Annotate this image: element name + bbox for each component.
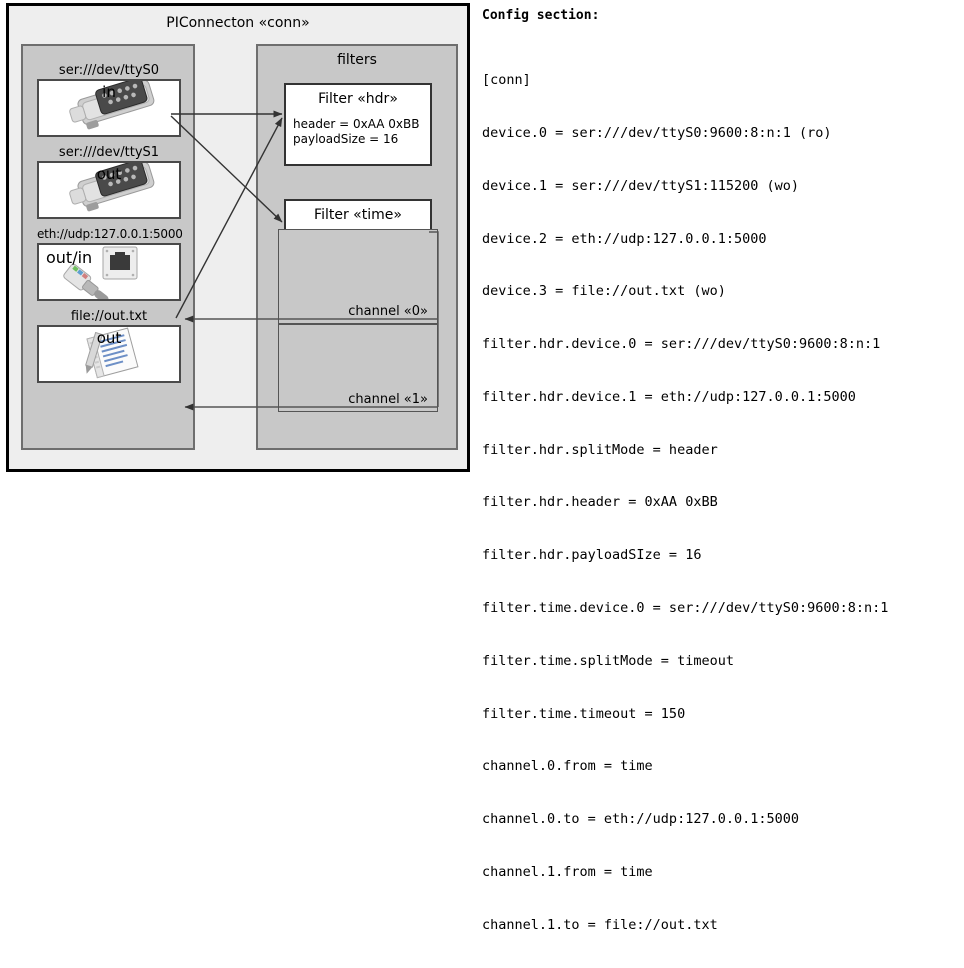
filter-props: header = 0xAA 0xBB payloadSize = 16 bbox=[286, 117, 430, 147]
filter-prop: payloadSize = 16 bbox=[293, 132, 399, 146]
config-line: device.0 = ser:///dev/ttyS0:9600:8:n:1 (… bbox=[482, 124, 832, 141]
device-label: ser:///dev/ttyS1 bbox=[58, 145, 160, 160]
component-title: PIConnecton «conn» bbox=[166, 15, 310, 31]
config-section: Config section: [conn] device.0 = ser://… bbox=[482, 8, 958, 968]
device-direction: out bbox=[96, 165, 122, 183]
device-eth-udp[interactable]: eth://udp:127.0.0.1:5000 out/in bbox=[37, 226, 183, 301]
config-line: channel.1.to = file://out.txt bbox=[482, 916, 718, 933]
config-line: filter.time.device.0 = ser:///dev/ttyS0:… bbox=[482, 600, 889, 616]
config-line: device.1 = ser:///dev/ttyS1:115200 (wo) bbox=[482, 177, 799, 194]
config-line: filter.time.splitMode = timeout bbox=[482, 652, 734, 669]
config-lines: [conn] device.0 = ser:///dev/ttyS0:9600:… bbox=[482, 37, 958, 968]
serial-connector-icon bbox=[39, 163, 179, 217]
config-line: channel.0.from = time bbox=[482, 758, 653, 775]
config-line: channel.1.from = time bbox=[482, 863, 653, 880]
device-ser-ttys0[interactable]: ser:///dev/ttyS0 in bbox=[37, 62, 181, 137]
config-line: filter.hdr.device.0 = ser:///dev/ttyS0:9… bbox=[482, 336, 881, 353]
ethernet-jack-icon bbox=[39, 245, 179, 299]
config-line: filter.hdr.header = 0xAA 0xBB bbox=[482, 494, 718, 511]
config-line: filter.hdr.payloadSIze = 16 bbox=[482, 547, 702, 564]
config-line: channel.0.to = eth://udp:127.0.0.1:5000 bbox=[482, 811, 799, 828]
filter-title: Filter «time» bbox=[314, 207, 402, 223]
channel-1-box[interactable]: channel «1» bbox=[278, 324, 438, 412]
device-direction: out/in bbox=[46, 248, 93, 267]
serial-connector-icon bbox=[39, 81, 179, 135]
device-box[interactable]: out bbox=[37, 325, 181, 383]
component-frame: PIConnecton «conn» ser:///dev/ttyS0 in bbox=[6, 3, 470, 472]
device-direction: in bbox=[102, 83, 116, 101]
filter-title: Filter «hdr» bbox=[318, 91, 398, 107]
devices-group: ser:///dev/ttyS0 in bbox=[21, 44, 195, 450]
channel-0-box[interactable]: channel «0» bbox=[278, 229, 438, 324]
text-file-icon bbox=[39, 327, 179, 381]
channel-label: channel «1» bbox=[348, 392, 428, 407]
device-label: eth://udp:127.0.0.1:5000 bbox=[37, 227, 183, 241]
filters-group: filters Filter «hdr» header = 0xAA 0xBB … bbox=[256, 44, 458, 450]
device-box[interactable]: out bbox=[37, 161, 181, 219]
config-line: device.3 = file://out.txt (wo) bbox=[482, 283, 726, 300]
config-line: device.2 = eth://udp:127.0.0.1:5000 bbox=[482, 230, 767, 247]
device-label: ser:///dev/ttyS0 bbox=[58, 63, 160, 78]
device-box[interactable]: out/in bbox=[37, 243, 181, 301]
device-file-out-txt[interactable]: file://out.txt out bbox=[37, 308, 181, 383]
filter-prop: header = 0xAA 0xBB bbox=[293, 117, 420, 131]
device-box[interactable]: in bbox=[37, 79, 181, 137]
device-direction: out bbox=[96, 329, 122, 347]
config-heading: Config section: bbox=[482, 8, 600, 23]
config-line: filter.time.timeout = 150 bbox=[482, 705, 686, 722]
config-line: filter.hdr.device.1 = eth://udp:127.0.0.… bbox=[482, 388, 856, 405]
device-label: file://out.txt bbox=[70, 309, 148, 324]
config-line: [conn] bbox=[482, 72, 531, 89]
filters-group-title: filters bbox=[337, 52, 377, 68]
device-ser-ttys1[interactable]: ser:///dev/ttyS1 out bbox=[37, 144, 181, 219]
filter-hdr-box[interactable]: Filter «hdr» header = 0xAA 0xBB payloadS… bbox=[284, 83, 432, 166]
config-line: filter.hdr.splitMode = header bbox=[482, 441, 718, 458]
channel-label: channel «0» bbox=[348, 304, 428, 319]
